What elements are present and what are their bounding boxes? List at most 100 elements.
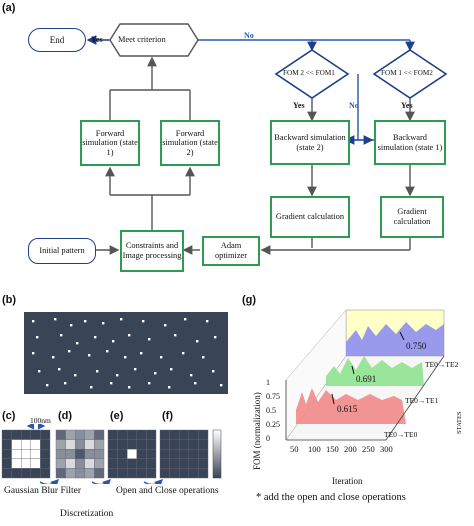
grid-cell [1, 468, 12, 479]
grid-cell [75, 449, 86, 460]
pattern-dot [52, 356, 55, 359]
pattern-dot [84, 320, 87, 323]
fom1-diamond [372, 49, 448, 99]
grid-cell [198, 439, 209, 450]
pattern-dot [128, 386, 131, 389]
pattern-dot [140, 352, 143, 355]
panel-label-g: (g) [242, 294, 257, 306]
discretization-label: Discretization [60, 509, 114, 519]
pattern-dot [190, 374, 193, 377]
grid-cell [30, 429, 41, 440]
grid-cell [136, 439, 147, 450]
grid-cell [117, 429, 128, 440]
grid-cell [117, 468, 128, 479]
pattern-dot [96, 370, 99, 373]
grid-cell [55, 468, 66, 479]
grid-cell [65, 449, 76, 460]
panel-label-f: (f) [162, 410, 173, 422]
pattern-dot [164, 324, 167, 327]
fom2-diamond [274, 49, 350, 99]
chart-ylabel: FOM (normalization) [252, 392, 262, 470]
grid-cell [188, 468, 199, 479]
grid-cell [179, 468, 190, 479]
grid-cell [127, 439, 138, 450]
grid-cell [117, 449, 128, 460]
pattern-image-b [24, 312, 228, 394]
grid-cell [146, 429, 157, 440]
pattern-dot [88, 354, 91, 357]
initial-pattern-terminal: Initial pattern [28, 238, 96, 264]
meet-criterion-shape [109, 23, 199, 57]
pattern-dot [54, 318, 57, 321]
gradient-calculation-right: Gradient calculation [380, 196, 444, 238]
chart-zlabel: STATES [456, 411, 463, 434]
y-tick-label: 0 [266, 434, 270, 443]
x-tick-label: 100 [308, 444, 321, 454]
pattern-dot [102, 322, 105, 325]
constraints-box: Constraints and Image processing [120, 230, 184, 272]
pattern-dot [212, 370, 215, 373]
series-area-te0-te0 [296, 388, 406, 424]
adam-optimizer-box: Adam optimizer [202, 236, 260, 266]
pattern-dot [110, 382, 113, 385]
pattern-dot [160, 356, 163, 359]
grid-cell [11, 468, 22, 479]
grid-cell [40, 439, 51, 450]
pattern-dot [112, 340, 115, 343]
grid-cell [11, 439, 22, 450]
grid-cell [198, 449, 209, 460]
forward-simulation-1: Forward simulation (state 1) [80, 120, 140, 166]
grid-cell [65, 458, 76, 469]
pattern-dot [106, 350, 109, 353]
grid-cell [127, 429, 138, 440]
pattern-dot [32, 352, 35, 355]
grid-cell [65, 439, 76, 450]
yes-label-end: Yes [91, 35, 103, 44]
fom2-label: FOM 2 << FOM1 [283, 69, 335, 77]
grid-cell [21, 449, 32, 460]
grid-cell [169, 429, 180, 440]
pattern-dot [58, 368, 61, 371]
grid-cell [159, 439, 170, 450]
pattern-dot [142, 320, 145, 323]
grid-cell [30, 468, 41, 479]
fom1-label: FOM 1 << FOM2 [381, 69, 433, 77]
grid-cell [65, 429, 76, 440]
grid-cell [75, 458, 86, 469]
panel-label-d: (d) [58, 410, 73, 422]
grid-cell [127, 458, 138, 469]
grid-cell [55, 439, 66, 450]
pattern-dot [206, 320, 209, 323]
grid-cell [198, 468, 209, 479]
grid-cell [146, 449, 157, 460]
grid-cell [84, 468, 95, 479]
yes-label-fom2: Yes [293, 101, 305, 110]
grid-cell [84, 458, 95, 469]
grid-cell [188, 429, 199, 440]
grid-cell [136, 449, 147, 460]
x-tick-label: 200 [344, 444, 357, 454]
no-label-middle: No [349, 101, 359, 110]
pattern-dot [128, 334, 131, 337]
grid-cell [84, 449, 95, 460]
grid-cell [55, 449, 66, 460]
grid-cell [117, 458, 128, 469]
grid-cell [21, 468, 32, 479]
grid-cell [188, 458, 199, 469]
grid-cell [30, 439, 41, 450]
grid-cell [179, 439, 190, 450]
grid-cell [127, 449, 138, 460]
y-tick-label: 0.5 [266, 406, 276, 415]
grid-cell [107, 429, 118, 440]
pattern-dot [70, 324, 73, 327]
grid-cell [107, 468, 118, 479]
x-tick-label: 150 [326, 444, 339, 454]
panel-label-c: (c) [2, 410, 16, 422]
annotation-0-615: 0.615 [337, 404, 358, 414]
grid-cell [55, 458, 66, 469]
flowchart-connectors [86, 23, 448, 255]
no-label-top: No [244, 31, 254, 40]
pattern-dot [148, 382, 151, 385]
gradient-calculation-left: Gradient calculation [270, 196, 350, 238]
x-tick-label: 250 [362, 444, 375, 454]
